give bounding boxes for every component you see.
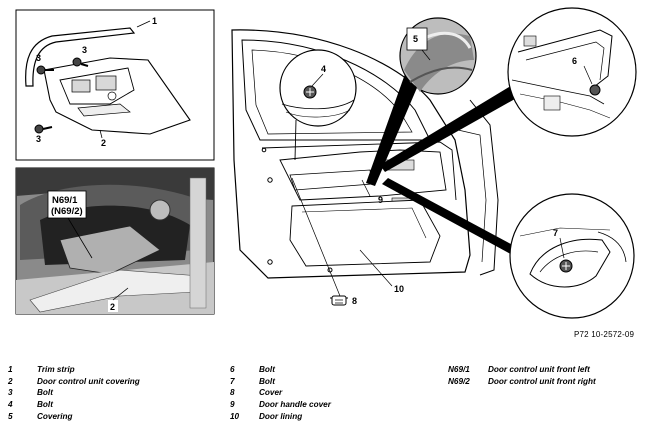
callout-n69-1: N69/1 xyxy=(52,195,78,206)
callout-3: 3 xyxy=(36,134,41,144)
bolt-icon xyxy=(72,57,89,67)
callout-n69-2: (N69/2) xyxy=(51,206,83,217)
bolt-icon xyxy=(36,65,54,75)
bolt-icon xyxy=(303,85,317,99)
detail-circle-bolt-7: 7 xyxy=(509,193,635,319)
reference-code: P72 10-2572-09 xyxy=(574,330,635,339)
callout-4: 4 xyxy=(321,64,326,74)
callout-10: 10 xyxy=(394,284,404,294)
callout-6: 6 xyxy=(572,56,577,66)
callout-8: 8 xyxy=(352,296,357,306)
bolt-icon xyxy=(559,259,573,273)
detail-circle-bolt-4: 4 xyxy=(279,49,357,127)
callout-3: 3 xyxy=(82,45,87,55)
bolt-icon xyxy=(34,124,53,134)
detail-circle-covering-5: 5 xyxy=(399,17,477,95)
detail-circle-bolt-6: 6 xyxy=(507,7,637,137)
panel-control-unit-photo: N69/1 (N69/2) 2 xyxy=(15,167,215,315)
bolt-icon xyxy=(589,84,601,96)
diagram-figure: 1 3 3 3 2 N69/1 (N69/2) 2 xyxy=(15,7,637,319)
callout-3: 3 xyxy=(36,53,41,63)
callout-2: 2 xyxy=(110,302,115,312)
panel-trim-strip: 1 3 3 3 2 xyxy=(15,9,215,161)
callout-9: 9 xyxy=(378,195,383,205)
zoom-connectors xyxy=(294,60,522,257)
cover-icon xyxy=(330,295,348,306)
callout-7: 7 xyxy=(553,228,558,238)
callout-2: 2 xyxy=(101,138,106,148)
callout-1: 1 xyxy=(152,16,157,26)
callout-5: 5 xyxy=(413,34,418,44)
